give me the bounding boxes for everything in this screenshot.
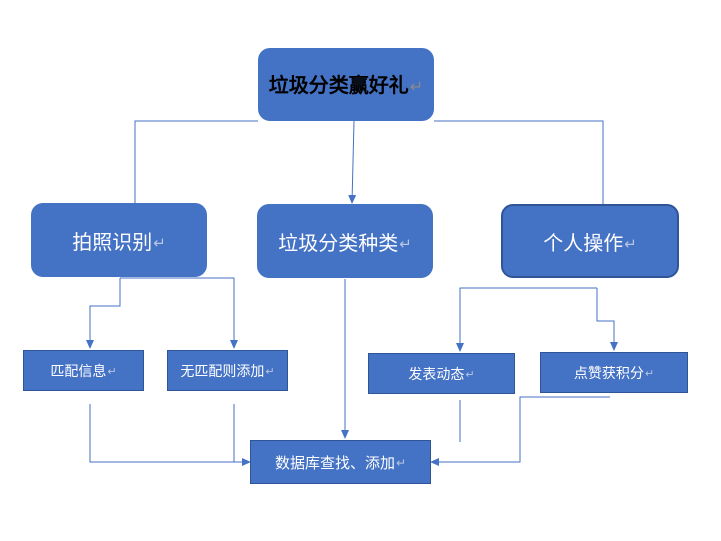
- like-points-node: 点赞获积分↵: [540, 352, 688, 393]
- photo-recognition-label: 拍照识别: [72, 229, 153, 254]
- connector-photo-match: [86, 278, 121, 349]
- paragraph-mark-icon: ↵: [399, 235, 412, 253]
- personal-ops-node: 个人操作↵: [501, 204, 679, 278]
- paragraph-mark-icon: ↵: [409, 77, 424, 96]
- connector-personal-publish: [456, 287, 597, 352]
- connector-like-db: [430, 396, 610, 466]
- personal-ops-label: 个人操作: [543, 230, 624, 255]
- connector-root-personal: [434, 120, 604, 204]
- connector-personal-like: [596, 288, 618, 351]
- root-node: 垃圾分类赢好礼↵: [258, 48, 434, 121]
- photo-recognition-node: 拍照识别↵: [31, 203, 207, 277]
- garbage-types-node: 垃圾分类种类↵: [257, 204, 433, 278]
- no-match-add-node: 无匹配则添加↵: [167, 350, 288, 391]
- paragraph-mark-icon: ↵: [107, 365, 117, 378]
- publish-post-node: 发表动态↵: [368, 353, 515, 394]
- no-match-add-label: 无匹配则添加: [180, 363, 265, 380]
- match-info-label: 匹配信息: [50, 363, 107, 380]
- publish-post-label: 发表动态: [408, 366, 465, 383]
- connector-match-db: [89, 404, 251, 466]
- connector-root-types: [348, 120, 357, 204]
- garbage-types-label: 垃圾分类种类: [278, 230, 399, 255]
- paragraph-mark-icon: ↵: [644, 367, 655, 380]
- connector-photo-nomatch: [120, 277, 238, 349]
- like-points-label: 点赞获积分: [573, 365, 644, 382]
- paragraph-mark-icon: ↵: [395, 456, 407, 470]
- paragraph-mark-icon: ↵: [465, 368, 475, 381]
- match-info-node: 匹配信息↵: [23, 350, 144, 391]
- paragraph-mark-icon: ↵: [624, 235, 637, 253]
- connector-root-photo: [134, 120, 258, 203]
- paragraph-mark-icon: ↵: [265, 365, 275, 378]
- paragraph-mark-icon: ↵: [153, 234, 166, 252]
- database-query-add-label: 数据库查找、添加: [274, 453, 395, 472]
- root-label: 垃圾分类赢好礼: [268, 73, 409, 97]
- database-query-add-node: 数据库查找、添加↵: [250, 440, 431, 484]
